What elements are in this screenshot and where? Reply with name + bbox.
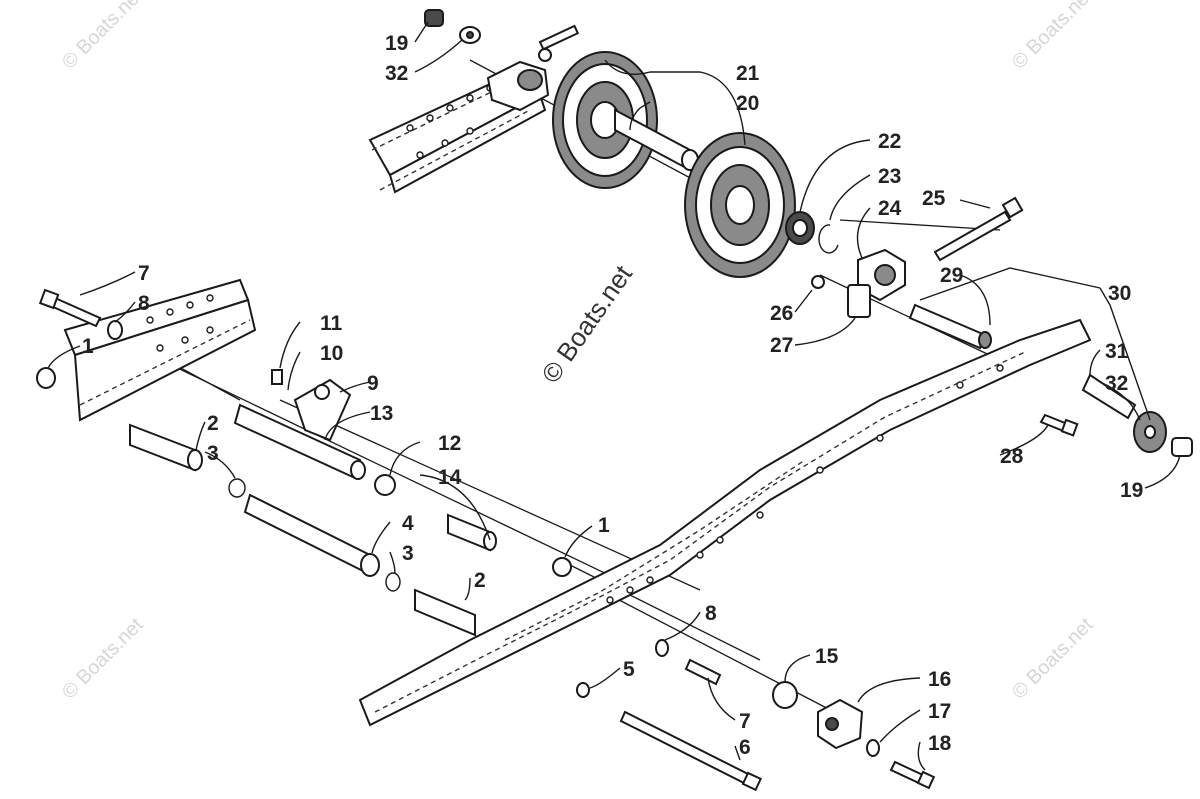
callout-1-left: 1	[82, 335, 94, 358]
watermark-top-left: © Boats.net	[58, 0, 148, 74]
watermark-bottom-right: © Boats.net	[1008, 614, 1098, 704]
ring-3-left	[228, 478, 246, 498]
nut-1-center	[552, 557, 572, 577]
main-rail-right	[358, 318, 1092, 727]
nut-1-left	[36, 367, 56, 389]
callout-labels: 19 32 21 20 22 23 24 25 29 30 26 27 31 3…	[82, 32, 1143, 759]
callout-21: 21	[736, 62, 760, 85]
callout-11: 11	[320, 312, 343, 335]
callout-23: 23	[878, 165, 901, 188]
callout-3-upper: 3	[207, 442, 219, 465]
callout-22: 22	[878, 130, 901, 153]
callout-30: 30	[1108, 282, 1131, 305]
callout-15: 15	[815, 645, 839, 668]
pivot-arm-9	[293, 378, 352, 442]
callout-26: 26	[770, 302, 793, 325]
idler-wheel-left	[552, 51, 658, 189]
bolt-7-upper	[38, 288, 102, 328]
long-bolt-6	[619, 710, 763, 792]
callout-16: 16	[928, 668, 951, 691]
bearing-22	[785, 211, 815, 245]
snap-ring-23	[818, 224, 839, 254]
callout-10: 10	[320, 342, 343, 365]
cap-19-right	[1171, 437, 1193, 457]
callout-5: 5	[623, 658, 635, 681]
callout-14: 14	[438, 466, 462, 489]
callout-2-upper: 2	[207, 412, 219, 435]
washer-5	[576, 682, 590, 698]
washer-8-lower	[655, 639, 669, 657]
callout-32-right: 32	[1105, 372, 1128, 395]
idler-wheel-right	[684, 132, 796, 278]
shaft-4	[243, 493, 380, 577]
callout-28: 28	[1000, 445, 1024, 468]
bushing-12	[374, 474, 396, 496]
bolt-18	[889, 760, 936, 790]
callout-24: 24	[878, 197, 902, 220]
shaft-31	[1081, 373, 1137, 420]
callout-25: 25	[922, 187, 946, 210]
block-27	[847, 284, 871, 318]
callout-27: 27	[770, 334, 793, 357]
nut-26	[811, 275, 825, 289]
washer-32-right	[1133, 411, 1167, 453]
callout-8-lower: 8	[705, 602, 717, 625]
callout-19-upper: 19	[385, 32, 408, 55]
bushing-15	[772, 681, 798, 709]
callout-7-upper: 7	[138, 262, 150, 285]
callout-17: 17	[928, 700, 951, 723]
center-watermark: © Boats.net	[535, 259, 638, 388]
callout-4: 4	[402, 512, 414, 535]
callout-6: 6	[739, 736, 751, 759]
callout-8-upper: 8	[138, 292, 150, 315]
bolt-7-lower	[684, 658, 722, 686]
watermark-top-right: © Boats.net	[1008, 0, 1098, 74]
ring-3-right	[385, 572, 401, 592]
spacer-14	[447, 513, 497, 552]
sleeve-2-left	[129, 423, 203, 472]
sleeve-2-right	[414, 588, 476, 637]
grease-fitting-11	[271, 369, 283, 385]
callout-31: 31	[1105, 340, 1129, 363]
bolt-28	[1039, 413, 1079, 437]
callout-13: 13	[370, 402, 393, 425]
callout-3-lower: 3	[402, 542, 414, 565]
block-16	[817, 698, 864, 750]
washer-8-upper	[107, 320, 123, 340]
callout-2-lower: 2	[474, 569, 486, 592]
cap-19-upper	[424, 9, 481, 44]
leader-lines	[47, 21, 1181, 771]
callout-7-lower: 7	[739, 710, 751, 733]
callout-29: 29	[940, 264, 963, 287]
callout-18: 18	[928, 732, 952, 755]
callout-1-center: 1	[598, 514, 610, 537]
shaft-29	[908, 303, 992, 350]
washer-17	[866, 739, 880, 757]
callout-12: 12	[438, 432, 461, 455]
callout-9: 9	[367, 372, 379, 395]
callout-19-right: 19	[1120, 479, 1143, 502]
callout-32-upper: 32	[385, 62, 408, 85]
watermark-bottom-left: © Boats.net	[58, 614, 148, 704]
upper-idler-bracket	[486, 24, 580, 112]
bolt-25	[933, 196, 1024, 262]
tube-13	[233, 403, 366, 480]
callout-20: 20	[736, 92, 759, 115]
